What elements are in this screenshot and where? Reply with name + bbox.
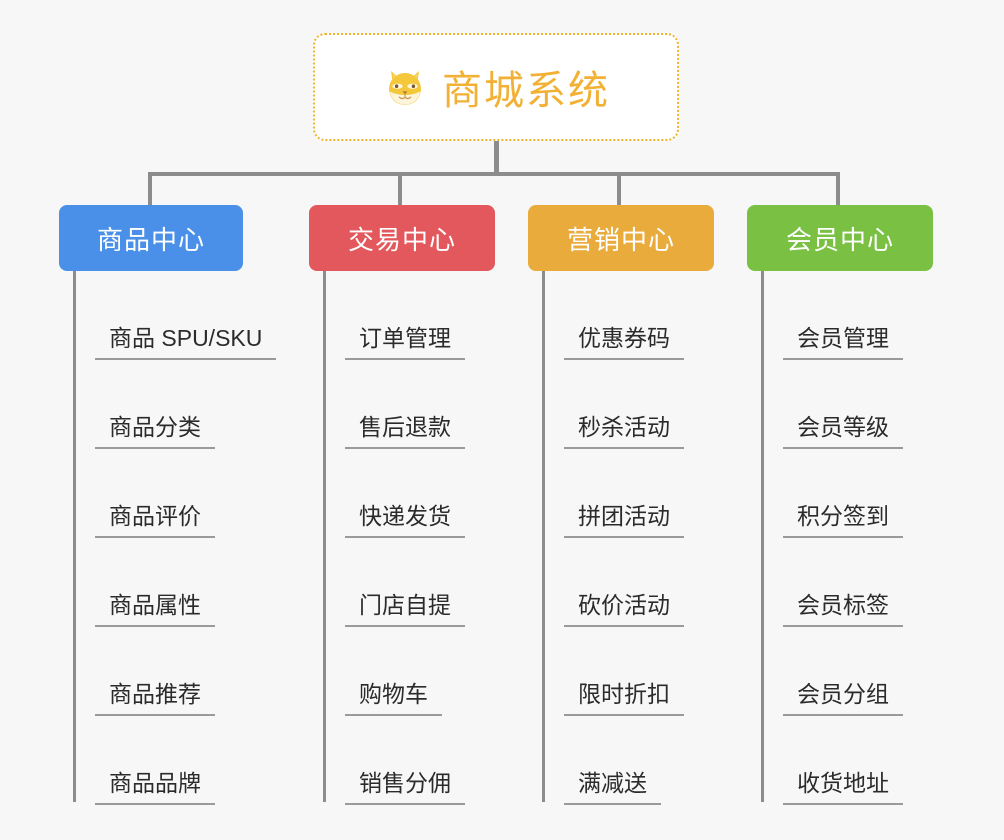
leaf-list-member-center: 会员管理会员等级积分签到会员标签会员分组收货地址 [747,271,933,805]
leaf-item[interactable]: 商品品牌 [73,716,243,805]
leaf-item-label: 会员管理 [783,325,903,360]
category-box-marketing-center[interactable]: 营销中心 [528,205,714,271]
leaf-item[interactable]: 售后退款 [323,360,495,449]
leaf-list-trade-center: 订单管理售后退款快递发货门店自提购物车销售分佣 [309,271,495,805]
leaf-item[interactable]: 会员管理 [761,271,933,360]
leaf-item[interactable]: 会员分组 [761,627,933,716]
connector-drop-member-center [836,172,840,207]
leaf-item-label: 订单管理 [345,325,465,360]
branch-column-marketing-center: 营销中心 优惠券码秒杀活动拼团活动砍价活动限时折扣满减送 [528,205,714,805]
branch-spine [323,271,326,802]
leaf-item-label: 购物车 [345,681,442,716]
leaf-item-label: 会员标签 [783,592,903,627]
leaf-item-label: 优惠券码 [564,325,684,360]
leaf-item[interactable]: 销售分佣 [323,716,495,805]
leaf-item[interactable]: 收货地址 [761,716,933,805]
leaf-item-label: 快递发货 [345,503,465,538]
leaf-item[interactable]: 商品分类 [73,360,243,449]
category-box-product-center[interactable]: 商品中心 [59,205,243,271]
root-title: 商城系统 [442,69,610,113]
connector-horizontal-bus [150,172,840,176]
leaf-item[interactable]: 购物车 [323,627,495,716]
leaf-item[interactable]: 订单管理 [323,271,495,360]
leaf-item-label: 会员分组 [783,681,903,716]
leaf-item-label: 商品品牌 [95,770,215,805]
leaf-item[interactable]: 会员标签 [761,538,933,627]
branch-column-member-center: 会员中心 会员管理会员等级积分签到会员标签会员分组收货地址 [747,205,933,805]
category-box-trade-center[interactable]: 交易中心 [309,205,495,271]
leaf-item[interactable]: 商品 SPU/SKU [73,271,277,360]
leaf-list-marketing-center: 优惠券码秒杀活动拼团活动砍价活动限时折扣满减送 [528,271,714,805]
connector-drop-trade-center [398,172,402,207]
connector-drop-marketing-center [617,172,621,207]
leaf-item[interactable]: 商品评价 [73,449,243,538]
branch-spine [761,271,764,802]
leaf-item[interactable]: 满减送 [542,716,714,805]
leaf-item-label: 会员等级 [783,414,903,449]
leaf-item-label: 商品分类 [95,414,215,449]
leaf-item-label: 拼团活动 [564,503,684,538]
leaf-item[interactable]: 会员等级 [761,360,933,449]
branch-spine [542,271,545,802]
leaf-item-label: 收货地址 [783,770,903,805]
connector-drop-product-center [148,172,152,207]
leaf-item[interactable]: 限时折扣 [542,627,714,716]
leaf-item-label: 售后退款 [345,414,465,449]
leaf-item-label: 限时折扣 [564,681,684,716]
leaf-item-label: 砍价活动 [564,592,684,627]
leaf-item[interactable]: 拼团活动 [542,449,714,538]
leaf-item[interactable]: 优惠券码 [542,271,714,360]
branch-column-product-center: 商品中心 商品 SPU/SKU 商品分类商品评价商品属性商品推荐商品品牌 [59,205,277,805]
branch-spine [73,271,76,802]
leaf-list-product-center: 商品 SPU/SKU 商品分类商品评价商品属性商品推荐商品品牌 [59,271,277,805]
leaf-item-label: 积分签到 [783,503,903,538]
root-node[interactable]: 商城系统 [313,33,679,141]
leaf-item-label: 满减送 [564,770,661,805]
leaf-item-label: 门店自提 [345,592,465,627]
leaf-item[interactable]: 砍价活动 [542,538,714,627]
leaf-item[interactable]: 商品属性 [73,538,243,627]
category-box-member-center[interactable]: 会员中心 [747,205,933,271]
leaf-item-label: 销售分佣 [345,770,465,805]
connector-root-stem [494,141,499,175]
leaf-item[interactable]: 积分签到 [761,449,933,538]
leaf-item[interactable]: 秒杀活动 [542,360,714,449]
leaf-item-label: 秒杀活动 [564,414,684,449]
leaf-item[interactable]: 门店自提 [323,538,495,627]
leaf-item[interactable]: 商品推荐 [73,627,243,716]
leaf-item-label: 商品 SPU/SKU [95,325,277,360]
shiba-dog-face-icon [382,64,428,110]
leaf-item[interactable]: 快递发货 [323,449,495,538]
branch-column-trade-center: 交易中心 订单管理售后退款快递发货门店自提购物车销售分佣 [309,205,495,805]
leaf-item-label: 商品属性 [95,592,215,627]
leaf-item-label: 商品评价 [95,503,215,538]
leaf-item-label: 商品推荐 [95,681,215,716]
